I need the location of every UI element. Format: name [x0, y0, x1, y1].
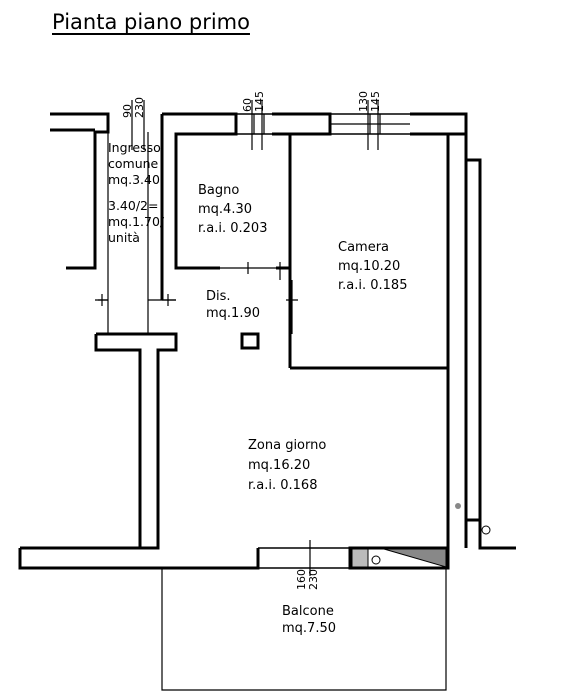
- room-label-dis: Dis. mq.1.90: [206, 288, 260, 322]
- balcone-name: Balcone: [282, 604, 334, 619]
- dis-name: Dis.: [206, 289, 231, 304]
- zona-giorno-area: mq.16.20: [248, 458, 311, 473]
- thin-lines: [95, 100, 447, 691]
- dim-ingresso-90: 90: [121, 104, 134, 118]
- ingresso-line-2: comune: [108, 156, 159, 171]
- ingresso-line-5: mq.1.70/: [108, 214, 165, 229]
- dim-camera-145: 145: [369, 91, 382, 112]
- ingresso-line-4: 3.40/2=: [108, 198, 159, 213]
- bagno-name: Bagno: [198, 183, 240, 198]
- dim-camera-130: 130: [357, 91, 370, 112]
- zona-giorno-rai: r.a.i. 0.168: [248, 478, 318, 493]
- ingresso-line-6: unità: [108, 230, 140, 245]
- dim-bagno-145: 145: [253, 91, 266, 112]
- camera-rai: r.a.i. 0.185: [338, 278, 408, 293]
- room-label-balcone: Balcone mq.7.50: [282, 603, 336, 637]
- dim-bagno-60: 60: [241, 98, 254, 112]
- kitchen-block: [351, 503, 491, 568]
- room-label-ingresso: Ingresso comune mq.3.40 3.40/2= mq.1.70/…: [108, 140, 164, 246]
- ingresso-line-3: mq.3.40: [108, 172, 160, 187]
- plan-title: Pianta piano primo: [52, 10, 250, 34]
- dim-ingresso-230: 230: [133, 97, 146, 118]
- dis-area: mq.1.90: [206, 306, 260, 321]
- dim-balcone-230: 230: [307, 569, 320, 590]
- bagno-area: mq.4.30: [198, 202, 252, 217]
- zona-giorno-name: Zona giorno: [248, 438, 327, 453]
- walls: [18, 112, 516, 570]
- camera-name: Camera: [338, 240, 390, 255]
- balcone-area: mq.7.50: [282, 621, 336, 636]
- room-label-bagno: Bagno mq.4.30 r.a.i. 0.203: [198, 181, 267, 238]
- dimension-labels: 90 230 60 145 130 145 160 230: [121, 91, 382, 590]
- bagno-rai: r.a.i. 0.203: [198, 221, 268, 236]
- room-label-camera: Camera mq.10.20 r.a.i. 0.185: [338, 238, 407, 295]
- dim-balcone-160: 160: [295, 569, 308, 590]
- ingresso-line-1: Ingresso: [108, 140, 161, 155]
- room-label-zona-giorno: Zona giorno mq.16.20 r.a.i. 0.168: [248, 436, 326, 496]
- camera-area: mq.10.20: [338, 259, 401, 274]
